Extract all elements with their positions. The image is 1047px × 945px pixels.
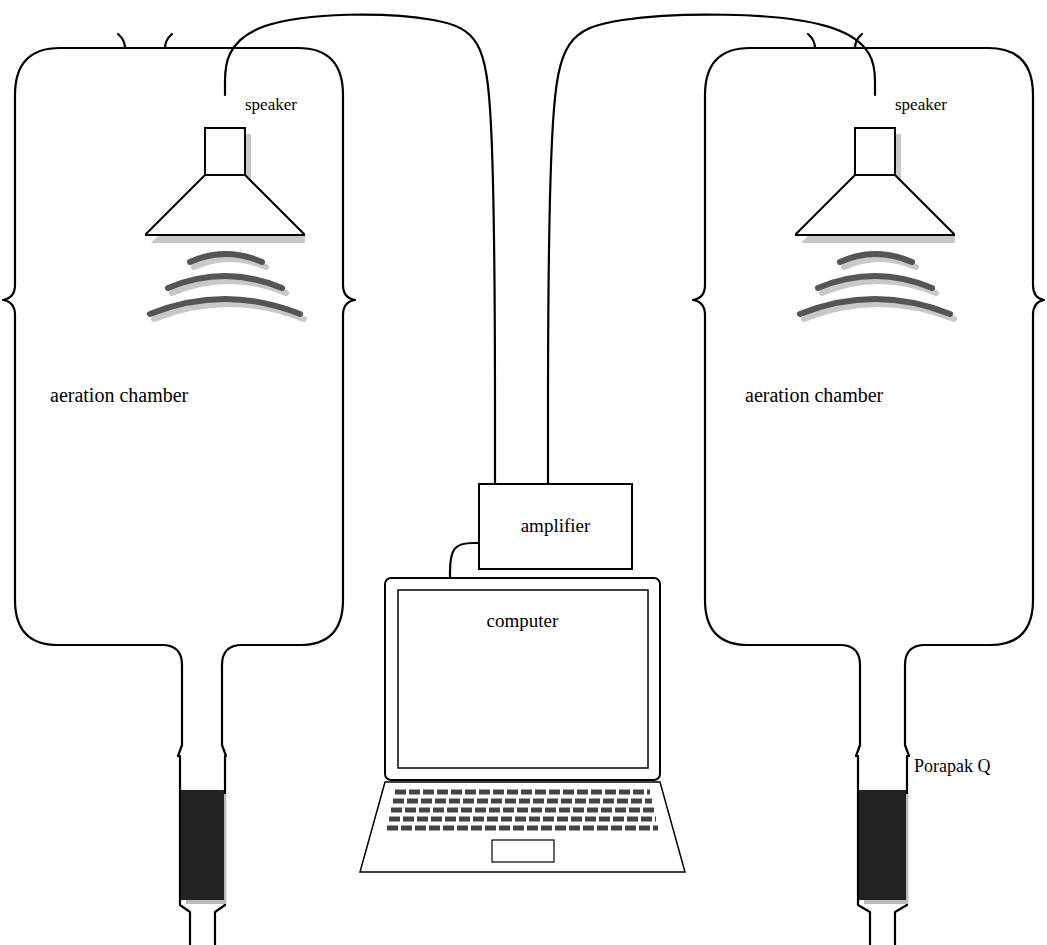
keyboard-row bbox=[389, 817, 656, 822]
node-label: speaker bbox=[895, 95, 947, 115]
trap-tube bbox=[856, 745, 909, 945]
amplifier-box: amplifier bbox=[478, 483, 633, 570]
aeration-chamber: aeration chamber speaker bbox=[15, 48, 343, 645]
node-label: aeration chamber bbox=[50, 383, 188, 407]
laptop-screen bbox=[385, 578, 660, 780]
adsorbent-packing bbox=[181, 790, 224, 900]
node-label: amplifier bbox=[521, 515, 591, 538]
aeration-chamber: aeration chamber speaker bbox=[705, 48, 1033, 645]
speaker-symbol bbox=[795, 95, 955, 245]
wire bbox=[548, 15, 875, 483]
node-label: aeration chamber bbox=[745, 383, 883, 407]
speaker-symbol bbox=[145, 95, 305, 245]
keyboard-row bbox=[387, 826, 658, 831]
chamber-outline bbox=[693, 48, 1044, 745]
touchpad bbox=[492, 840, 554, 862]
keyboard-row bbox=[393, 799, 652, 804]
wire bbox=[450, 543, 478, 578]
node-label: computer bbox=[385, 610, 660, 633]
trap-tube bbox=[178, 745, 226, 945]
sound-wave-shadow bbox=[154, 259, 954, 319]
speaker: speaker bbox=[795, 95, 955, 245]
keyboard-row bbox=[391, 808, 654, 813]
computer-screen: computer bbox=[385, 578, 660, 780]
laptop-base bbox=[360, 782, 685, 872]
sound-wave bbox=[150, 254, 950, 314]
node-label: speaker bbox=[245, 95, 297, 115]
inlet-tube bbox=[808, 34, 862, 48]
part-label: Porapak Q bbox=[914, 756, 990, 778]
chamber-outline bbox=[3, 48, 355, 745]
keyboard-row bbox=[395, 790, 650, 795]
inlet-tube bbox=[118, 34, 172, 48]
speaker: speaker bbox=[145, 95, 305, 245]
wire bbox=[225, 15, 495, 483]
adsorbent-packing bbox=[859, 790, 906, 900]
